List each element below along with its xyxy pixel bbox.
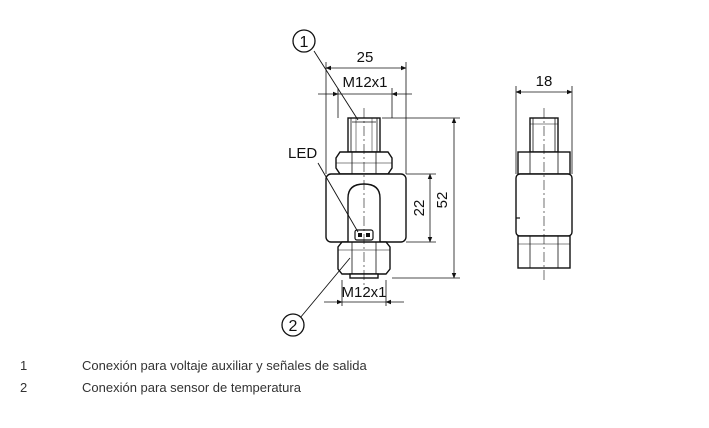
legend-item: 1 Conexión para voltaje auxiliar y señal… [0,358,709,378]
callout-2-label: 2 [289,318,298,335]
side-dimensions [515,86,573,174]
dim-bottom-thread: M12x1 [341,284,386,301]
front-dimensions [318,62,460,306]
leader-1 [313,50,359,121]
legend-item-text: Conexión para voltaje auxiliar y señales… [82,358,367,373]
led-label: LED [288,145,317,162]
leader-2 [299,257,351,319]
legend-item: 2 Conexión para sensor de temperatura [0,380,709,400]
front-view [325,108,407,288]
callout-1: 1 [292,29,316,53]
legend-item-number: 2 [20,380,28,395]
technical-drawing: 1 2 LED 25 M12x1 M12x1 22 52 18 [281,29,573,337]
leader-lines [299,50,359,319]
dim-top-thread: M12x1 [342,74,387,91]
dim-total-height: 52 [434,192,451,209]
leader-led [317,162,359,233]
legend-item-text: Conexión para sensor de temperatura [82,380,301,395]
dim-side-width: 18 [536,73,553,90]
callout-1-label: 1 [300,34,309,51]
dim-inner-height: 22 [411,200,428,217]
side-view [515,108,573,280]
legend-item-number: 1 [20,358,28,373]
dim-top-width: 25 [357,49,374,66]
callout-2: 2 [281,313,305,337]
